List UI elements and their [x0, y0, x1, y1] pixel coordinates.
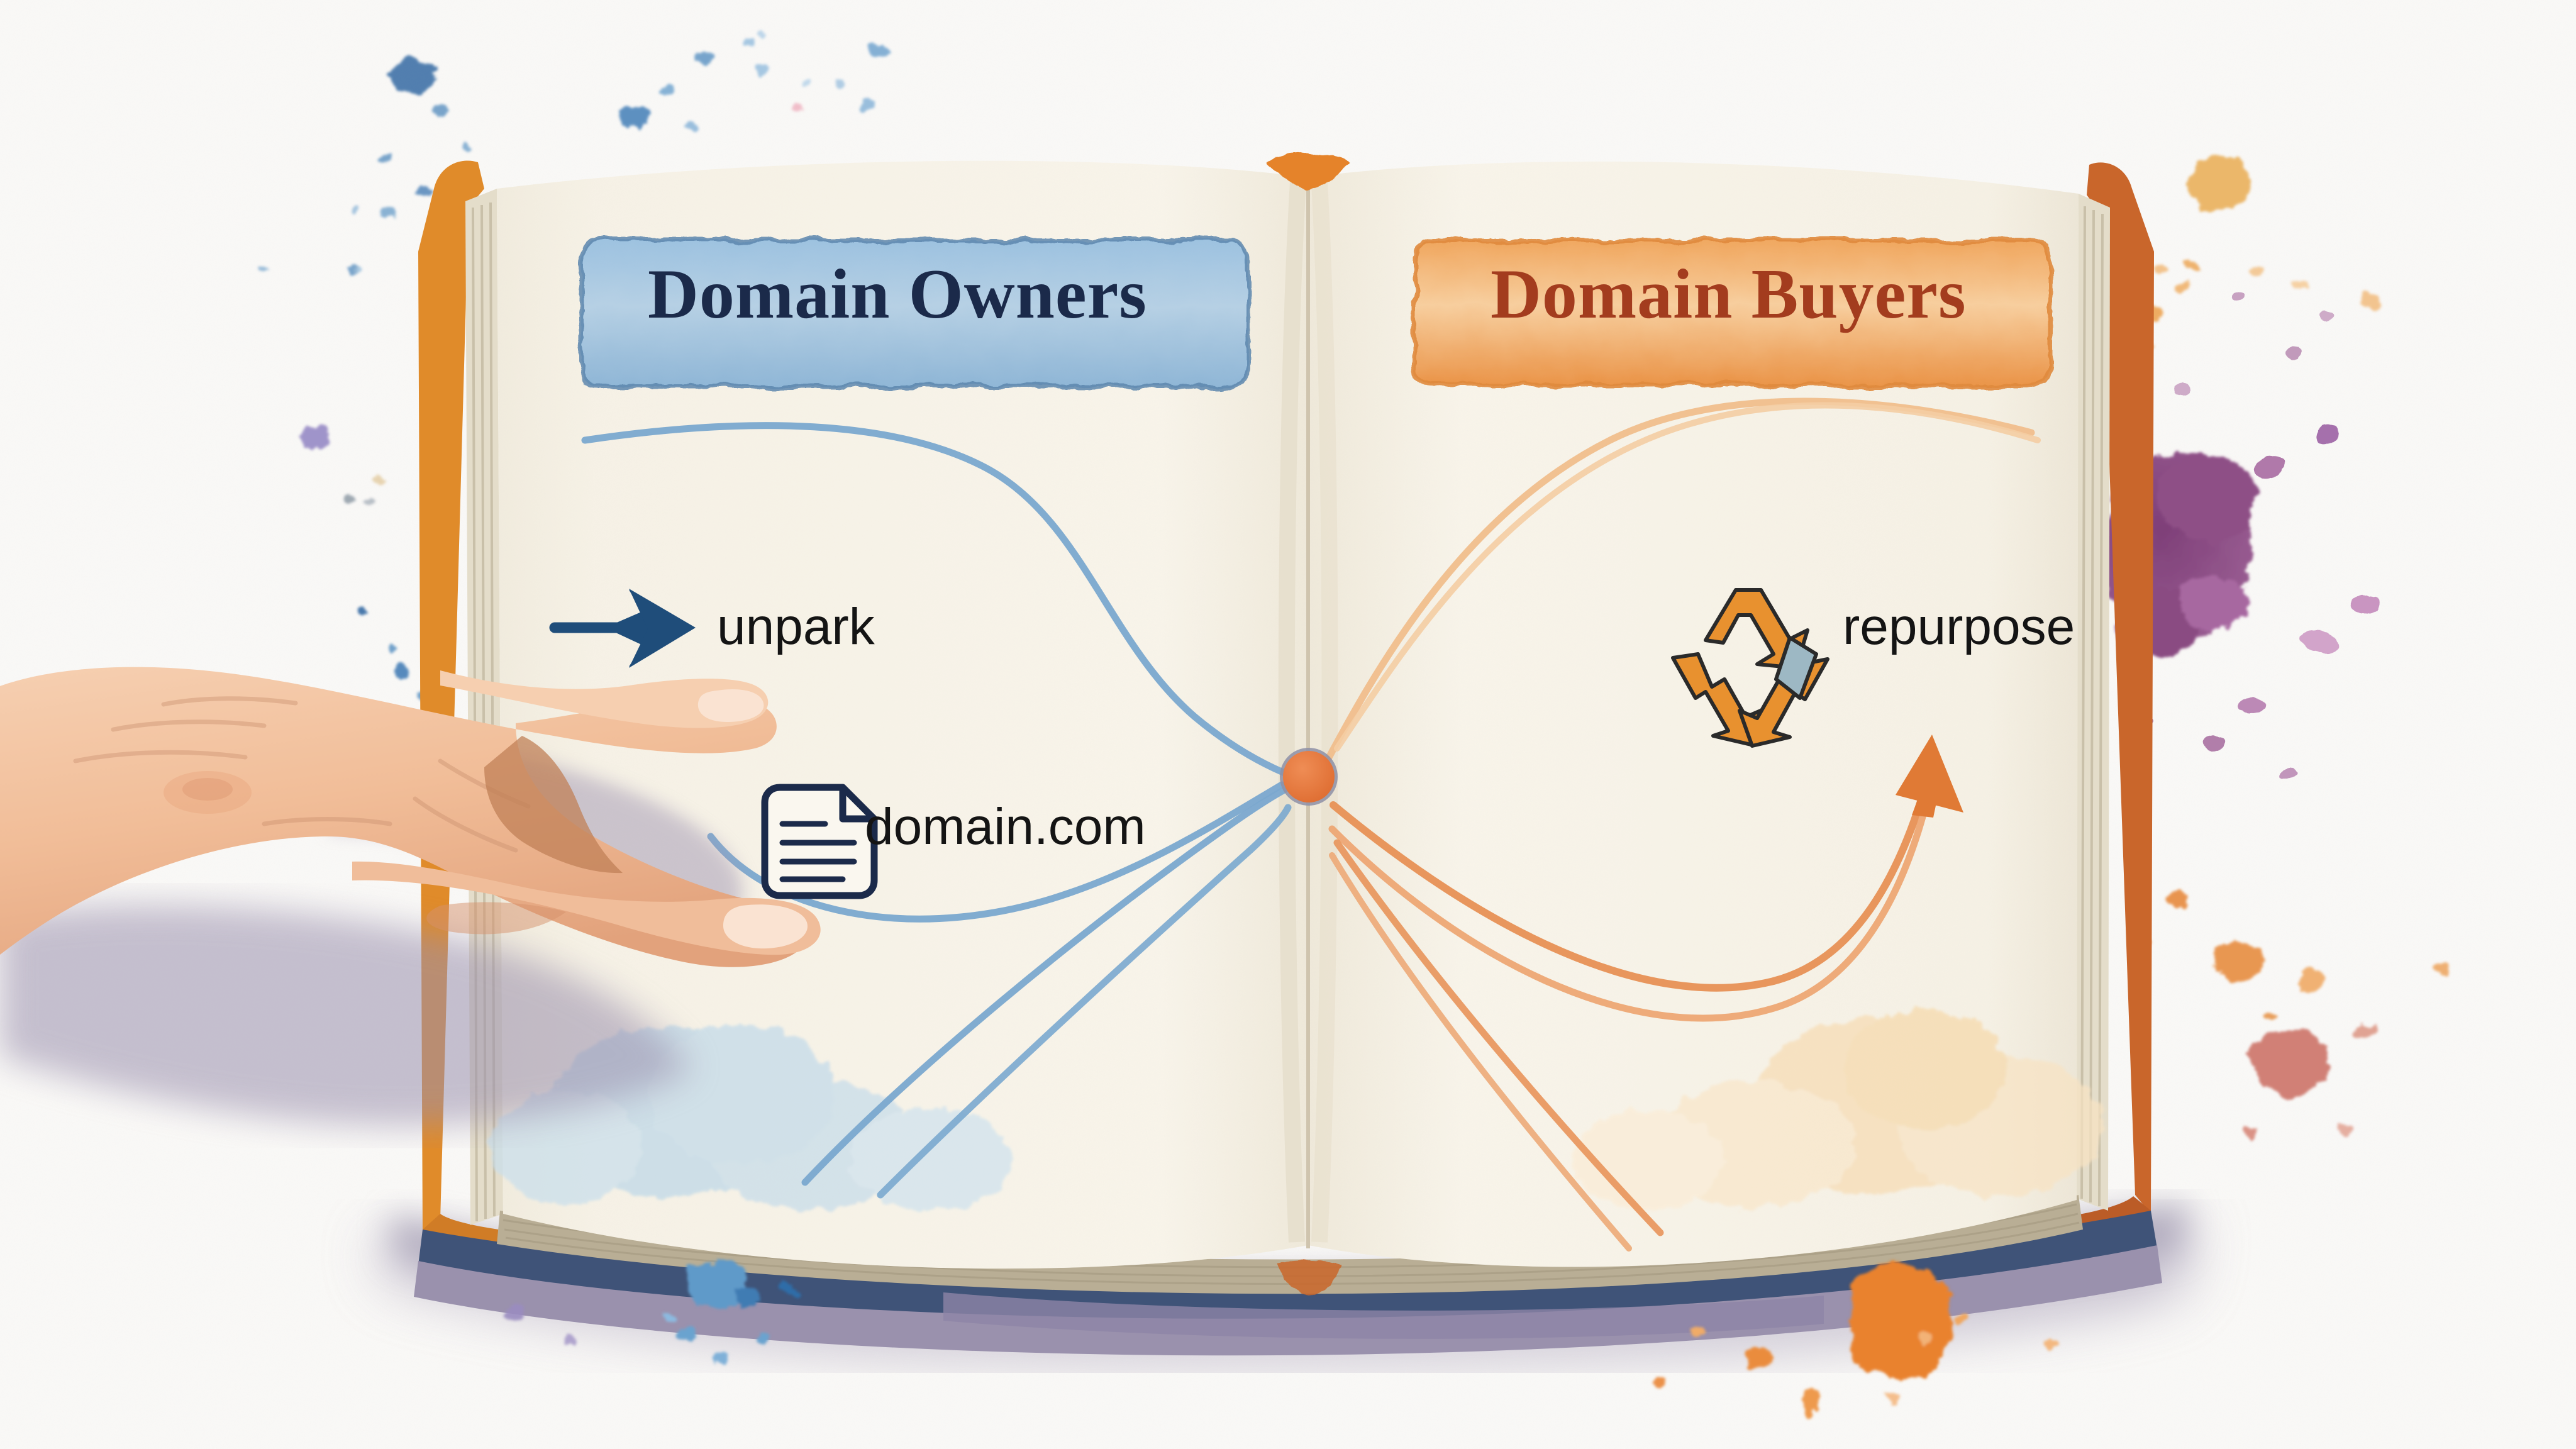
recycle-icon	[1671, 588, 1829, 748]
book-spine	[414, 1211, 2162, 1356]
blue-splatter-top-left	[259, 58, 490, 277]
banner-domain-owners	[579, 238, 1251, 389]
up-arrowhead-icon	[1896, 735, 1963, 818]
left-page	[497, 160, 1308, 1269]
blue-splatter-bottom	[661, 1259, 797, 1364]
bookmark-icon	[1269, 153, 1347, 189]
node-label-domain-com: domain.com	[865, 798, 1146, 855]
connectors-right	[1323, 397, 2041, 1252]
pointing-hand	[0, 667, 821, 1126]
blue-splatter-top-right-of-book	[743, 40, 891, 113]
banner-label-domain-owners: Domain Owners	[648, 255, 1147, 333]
document-icon	[761, 784, 878, 899]
node-label-repurpose: repurpose	[1843, 598, 2075, 655]
bottom-bookmark-icon	[1275, 1260, 1341, 1296]
center-node[interactable]	[1280, 748, 1338, 806]
rose-splatter-right	[2243, 1024, 2373, 1138]
book-gutter	[1278, 177, 1338, 1248]
purple-splatter-bottom-left	[507, 1307, 575, 1348]
orange-drip-bottom	[1653, 1262, 2056, 1415]
banner-label-domain-buyers: Domain Buyers	[1491, 255, 1967, 333]
right-page	[1308, 161, 2079, 1267]
right-arrow-icon	[549, 589, 696, 668]
banner-domain-buyers	[1413, 238, 2053, 387]
node-label-unpark: unpark	[717, 598, 875, 655]
blue-splatter-top-center	[620, 30, 811, 134]
cloud-wash-right	[1572, 1009, 2104, 1211]
